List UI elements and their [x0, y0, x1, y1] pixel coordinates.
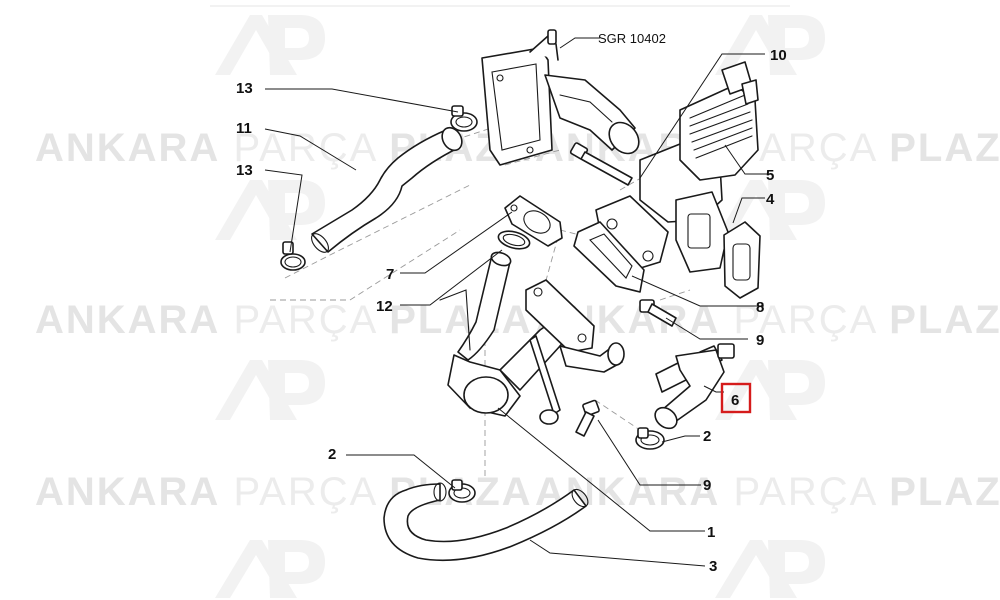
part-7-gasket-ring: [504, 195, 563, 247]
part-13-hose-clamp: [280, 241, 306, 271]
watermark-text: ANKARA PARÇA PLAZA: [35, 470, 533, 514]
watermark-logo: [715, 180, 825, 240]
part-3-lower-hose: [383, 482, 589, 562]
watermark-logo: [715, 360, 825, 420]
watermark-logo: [215, 540, 325, 598]
callout-9[interactable]: 9: [703, 477, 711, 494]
part-6-coolant-pipe: [654, 343, 735, 430]
thermostat-housing: [481, 29, 640, 166]
callout-13[interactable]: 13: [236, 162, 253, 179]
reference-code-label: SGR 10402: [598, 31, 666, 46]
bolt: [569, 142, 633, 186]
part-12-o-ring: [497, 230, 531, 250]
callout-10[interactable]: 10: [770, 47, 787, 64]
watermark-logo: [715, 540, 825, 598]
callout-11[interactable]: 11: [236, 120, 252, 137]
callout-4[interactable]: 4: [766, 191, 775, 208]
callout-6[interactable]: 6: [731, 392, 739, 409]
callout-5[interactable]: 5: [766, 167, 774, 184]
part-9-bolt: [639, 299, 677, 327]
part-11-upper-hose: [311, 126, 463, 253]
watermark-logo: [215, 360, 325, 420]
callout-1[interactable]: 1: [707, 524, 715, 541]
callout-6-highlight-box: [720, 382, 752, 414]
part-1-egr-pipe: [439, 251, 625, 425]
part-13-hose-clamp: [450, 105, 478, 132]
watermark-text: ANKARA PARÇA PLAZA: [535, 298, 1000, 342]
part-5-egr-valve: [595, 61, 759, 273]
callout-3[interactable]: 3: [709, 558, 717, 575]
leader-lines: [264, 37, 767, 567]
watermark-logo: [715, 15, 825, 75]
callout-7[interactable]: 7: [386, 266, 394, 283]
part-9-bolt: [575, 399, 600, 437]
callout-13[interactable]: 13: [236, 80, 253, 97]
watermark-text: ANKARA PARÇA PLAZA: [535, 470, 1000, 514]
watermark-logo: [215, 15, 325, 75]
callout-9[interactable]: 9: [756, 332, 764, 349]
watermark-text: ANKARA PARÇA PLAZA: [35, 298, 533, 342]
callout-2[interactable]: 2: [328, 446, 336, 463]
part-2-hose-clamp: [635, 427, 665, 450]
callout-2[interactable]: 2: [703, 428, 711, 445]
part-8-gasket: [573, 221, 645, 293]
watermark-logo: [215, 180, 325, 240]
callout-8[interactable]: 8: [756, 299, 764, 316]
part-4-gasket: [723, 221, 761, 299]
callout-12[interactable]: 12: [376, 298, 393, 315]
